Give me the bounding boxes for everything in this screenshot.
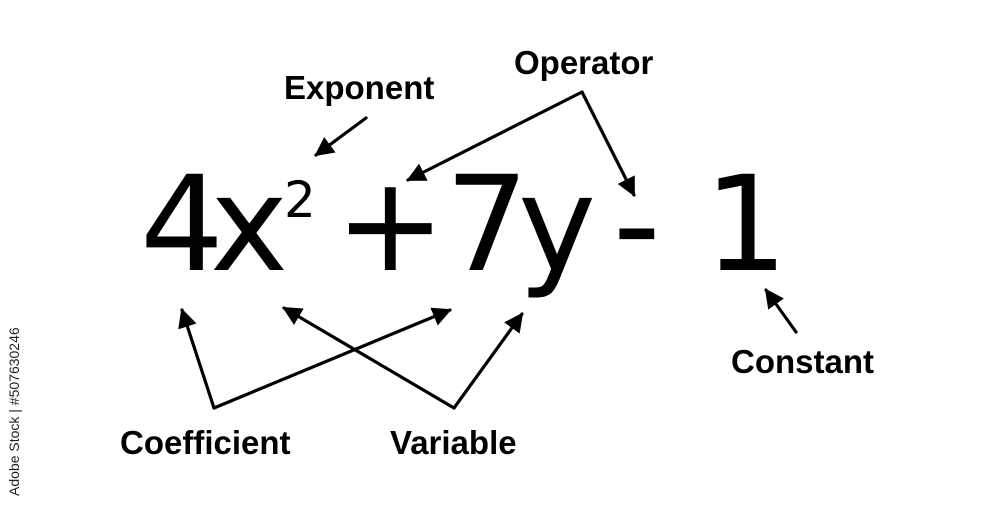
constant-1: 1 (704, 148, 788, 302)
label-variable: Variable (390, 424, 517, 461)
coefficient-4: 4 (140, 148, 224, 302)
exponent-2: 2 (284, 171, 316, 229)
operator-minus: - (613, 148, 661, 302)
label-coefficient: Coefficient (120, 424, 291, 461)
operator-arrow-minus (580, 90, 636, 197)
coefficient-7: 7 (445, 148, 529, 302)
exponent-arrow (314, 116, 368, 157)
coefficient-arrow-4 (178, 308, 216, 410)
operator-plus: + (335, 148, 446, 302)
stock-watermark: Adobe Stock | #507630246 (6, 327, 22, 496)
label-exponent: Exponent (284, 69, 435, 106)
label-operator: Operator (514, 44, 654, 81)
variable-arrow-x (282, 306, 456, 410)
variable-arrow-y (452, 312, 524, 410)
variable-x: x (210, 148, 289, 302)
variable-y: y (518, 148, 597, 302)
constant-arrow (764, 288, 798, 334)
label-constant: Constant (731, 343, 874, 380)
coefficient-arrow-7 (212, 307, 452, 410)
operator-arrow-plus (406, 90, 584, 182)
